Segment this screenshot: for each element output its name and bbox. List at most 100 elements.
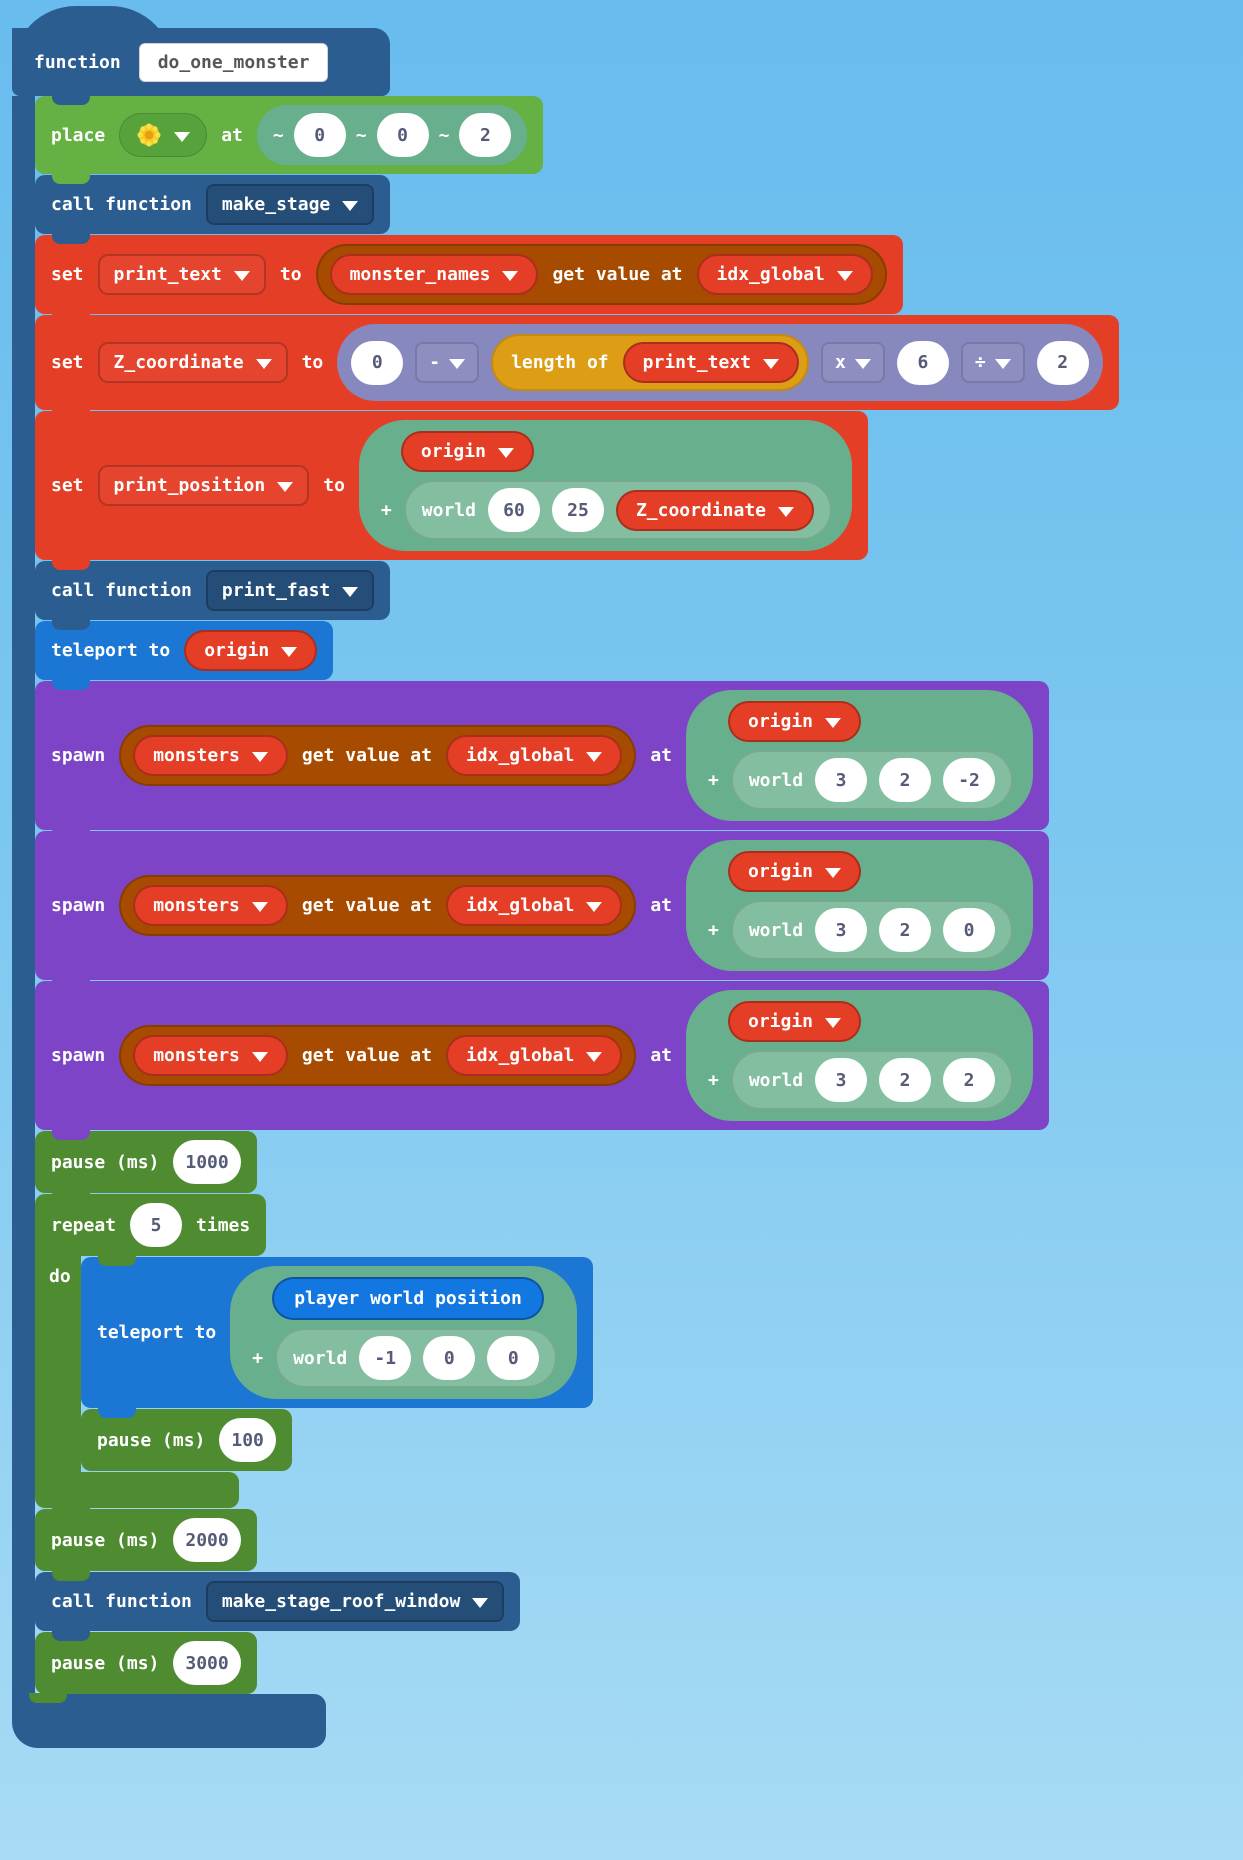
list-variable-dropdown[interactable]: monsters xyxy=(133,885,288,926)
origin-variable-dropdown[interactable]: origin xyxy=(728,851,862,892)
z-input[interactable]: 0 xyxy=(943,908,996,952)
z-input[interactable]: 2 xyxy=(943,1058,996,1102)
call-function-print-fast-block[interactable]: call function print_fast xyxy=(35,560,391,620)
array-get-value-block[interactable]: monster_names get value at idx_global xyxy=(315,244,887,305)
x-input[interactable]: 60 xyxy=(487,488,540,532)
math-expression-block[interactable]: 0 - length of print_text x 6 xyxy=(337,324,1103,401)
variable-dropdown[interactable]: print_text xyxy=(97,254,266,295)
origin-value: origin xyxy=(748,1011,814,1032)
pause-duration-input[interactable]: 100 xyxy=(219,1418,276,1462)
dropdown-arrow-icon xyxy=(586,752,603,762)
z-input[interactable]: 2 xyxy=(459,113,512,157)
pause-block[interactable]: pause (ms) 3000 xyxy=(35,1631,257,1694)
function-name-field[interactable]: do_one_monster xyxy=(138,42,329,82)
pause-block[interactable]: pause (ms) 2000 xyxy=(35,1508,257,1571)
add-positions-block[interactable]: origin + world 3 2 2 xyxy=(686,990,1034,1121)
index-variable-dropdown[interactable]: idx_global xyxy=(445,885,623,926)
at-label: at xyxy=(650,1045,672,1066)
number-input[interactable]: 2 xyxy=(1036,340,1089,385)
world-label: world xyxy=(748,769,804,791)
index-variable-dropdown[interactable]: idx_global xyxy=(445,1035,623,1076)
spawn-block[interactable]: spawn monsters get value at idx_global a… xyxy=(35,980,1050,1130)
set-z-coordinate-block[interactable]: set Z_coordinate to 0 - length of print_… xyxy=(35,314,1119,410)
add-positions-block[interactable]: origin + world 60 25 Z_coordinate xyxy=(358,420,852,551)
operator-dropdown[interactable]: - xyxy=(415,342,480,383)
origin-variable-dropdown[interactable]: origin xyxy=(400,431,534,472)
world-position-block[interactable]: world 3 2 2 xyxy=(730,1050,1014,1110)
x-input[interactable]: 3 xyxy=(815,1058,868,1102)
index-variable-dropdown[interactable]: idx_global xyxy=(445,735,623,776)
array-get-value-block[interactable]: monsters get value at idx_global xyxy=(119,725,637,786)
function-definition-block[interactable]: function do_one_monster xyxy=(12,28,390,96)
set-print-text-block[interactable]: set print_text to monster_names get valu… xyxy=(35,234,903,314)
z-variable-dropdown[interactable]: Z_coordinate xyxy=(615,489,814,531)
pause-duration-input[interactable]: 2000 xyxy=(173,1518,241,1562)
repeat-count-input[interactable]: 5 xyxy=(130,1203,183,1247)
world-position-block[interactable]: world -1 0 0 xyxy=(275,1328,558,1388)
repeat-header[interactable]: repeat 5 times xyxy=(35,1193,267,1256)
teleport-to-label: teleport to xyxy=(97,1322,217,1343)
origin-variable-dropdown[interactable]: origin xyxy=(728,701,862,742)
origin-variable-dropdown[interactable]: origin xyxy=(728,1001,862,1042)
add-positions-block[interactable]: origin + world 3 2 0 xyxy=(686,840,1034,971)
function-dropdown[interactable]: make_stage_roof_window xyxy=(205,1581,505,1622)
x-input[interactable]: 0 xyxy=(293,113,346,157)
origin-variable-dropdown[interactable]: origin xyxy=(184,630,318,671)
dropdown-arrow-icon xyxy=(277,482,294,492)
x-input[interactable]: 3 xyxy=(815,908,868,952)
length-variable-dropdown[interactable]: print_text xyxy=(622,342,800,383)
pause-label: pause (ms) xyxy=(97,1429,206,1451)
operator-dropdown[interactable]: x xyxy=(821,342,885,383)
world-position-block[interactable]: world 3 2 0 xyxy=(730,900,1014,960)
teleport-to-player-position-block[interactable]: teleport to player world position + worl… xyxy=(81,1256,594,1408)
place-block[interactable]: place at ~ 0 ~ 0 ~ 2 xyxy=(35,95,544,174)
call-function-make-stage-block[interactable]: call function make_stage xyxy=(35,174,391,234)
teleport-to-origin-block[interactable]: teleport to origin xyxy=(35,620,334,680)
y-input[interactable]: 25 xyxy=(551,488,604,532)
world-position-block[interactable]: world 60 25 Z_coordinate xyxy=(403,480,832,540)
list-variable-dropdown[interactable]: monster_names xyxy=(329,254,539,295)
z-input[interactable]: 0 xyxy=(487,1336,540,1380)
world-position-block[interactable]: world 3 2 -2 xyxy=(730,750,1014,810)
variable-dropdown[interactable]: Z_coordinate xyxy=(97,342,288,383)
number-input[interactable]: 6 xyxy=(896,340,949,385)
operator-dropdown[interactable]: ÷ xyxy=(960,342,1025,383)
y-input[interactable]: 0 xyxy=(376,113,429,157)
set-print-position-block[interactable]: set print_position to origin + world 60 … xyxy=(35,410,868,560)
index-variable-dropdown[interactable]: idx_global xyxy=(696,254,873,295)
player-world-position-block[interactable]: player world position xyxy=(272,1277,544,1320)
x-input[interactable]: -1 xyxy=(359,1336,412,1380)
list-variable-dropdown[interactable]: monsters xyxy=(133,1035,288,1076)
pause-block[interactable]: pause (ms) 100 xyxy=(81,1408,292,1471)
variable-dropdown-value: print_position xyxy=(113,475,266,496)
array-get-value-block[interactable]: monsters get value at idx_global xyxy=(119,1025,637,1086)
block-picker-dropdown[interactable] xyxy=(119,113,208,157)
variable-dropdown[interactable]: print_position xyxy=(97,465,310,506)
spawn-block[interactable]: spawn monsters get value at idx_global a… xyxy=(35,680,1050,830)
number-input[interactable]: 0 xyxy=(351,340,404,385)
function-dropdown[interactable]: print_fast xyxy=(205,570,375,611)
position-block[interactable]: ~ 0 ~ 0 ~ 2 xyxy=(256,105,528,165)
y-input[interactable]: 2 xyxy=(879,908,932,952)
pause-block[interactable]: pause (ms) 1000 xyxy=(35,1130,257,1193)
add-positions-block[interactable]: player world position + world -1 0 0 xyxy=(230,1266,578,1399)
x-input[interactable]: 3 xyxy=(815,758,868,802)
pause-duration-input[interactable]: 1000 xyxy=(173,1140,241,1184)
pause-duration-input[interactable]: 3000 xyxy=(173,1641,241,1685)
origin-value: origin xyxy=(748,861,814,882)
y-input[interactable]: 0 xyxy=(423,1336,476,1380)
z-input[interactable]: -2 xyxy=(943,758,996,802)
length-of-block[interactable]: length of print_text xyxy=(491,334,810,391)
repeat-block[interactable]: repeat 5 times do teleport to player wor… xyxy=(35,1193,594,1508)
function-dropdown[interactable]: make_stage xyxy=(205,184,375,225)
add-positions-block[interactable]: origin + world 3 2 -2 xyxy=(686,690,1034,821)
dropdown-arrow-icon xyxy=(342,201,359,211)
array-get-value-block[interactable]: monsters get value at idx_global xyxy=(119,875,637,936)
call-function-roof-window-block[interactable]: call function make_stage_roof_window xyxy=(35,1571,521,1631)
list-variable-dropdown[interactable]: monsters xyxy=(133,735,288,776)
y-input[interactable]: 2 xyxy=(879,1058,932,1102)
repeat-footer[interactable] xyxy=(35,1472,239,1508)
function-block-footer[interactable] xyxy=(12,1693,326,1748)
spawn-block[interactable]: spawn monsters get value at idx_global a… xyxy=(35,830,1050,980)
y-input[interactable]: 2 xyxy=(879,758,932,802)
